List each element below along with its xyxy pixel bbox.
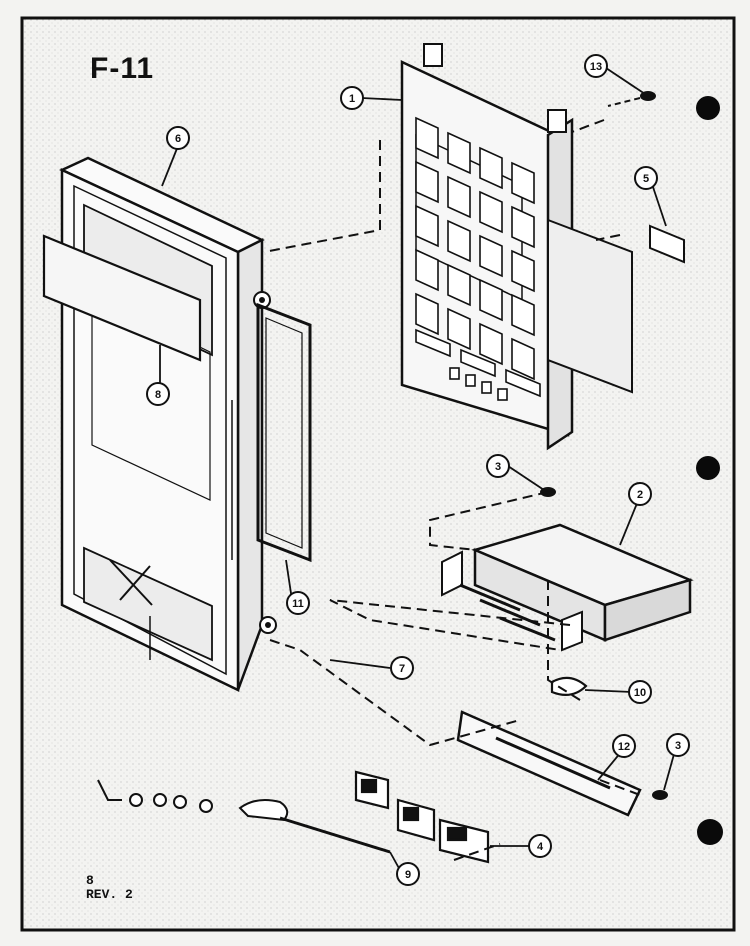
revision-footer: 8 REV. 2	[86, 874, 133, 902]
assembly-guide-lines	[263, 119, 641, 861]
callout-label: 9	[405, 869, 411, 881]
callout-label: 4	[537, 841, 544, 853]
keypad-key	[511, 161, 535, 205]
screw-head-lower	[259, 616, 277, 634]
keypad-key	[447, 263, 471, 307]
key-chain-assembly	[97, 779, 391, 854]
keypad-key	[479, 234, 503, 278]
keypad-key	[415, 248, 439, 292]
punch-hole-top	[696, 96, 720, 120]
keypad-small-key	[465, 374, 476, 387]
callout-bubbles: 1 13 6 5 8 3 2	[146, 54, 690, 886]
callout-label: 12	[618, 741, 630, 753]
callout-label: 2	[637, 489, 643, 501]
callout-1: 1	[340, 86, 364, 110]
callout-12: 12	[612, 734, 636, 758]
punch-hole-middle	[696, 456, 720, 480]
gasket-seal-inner	[265, 317, 303, 549]
callout-label: 1	[349, 93, 355, 105]
keypad-key	[415, 204, 439, 248]
mounting-rail	[456, 710, 642, 817]
keypad-key	[415, 116, 439, 160]
callout-13: 13	[584, 54, 608, 78]
keypad-button-grid	[415, 116, 541, 401]
keypad-small-key	[481, 381, 492, 394]
keypad-key	[511, 249, 535, 293]
callout-10: 10	[628, 680, 652, 704]
keypad-key	[479, 146, 503, 190]
callout-label: 11	[292, 598, 304, 610]
callout-2: 2	[628, 482, 652, 506]
keypad-small-key	[497, 388, 508, 401]
callout-11: 11	[286, 591, 310, 615]
keypad-key	[511, 293, 535, 337]
callout-4: 4	[528, 834, 552, 858]
callout-8: 8	[146, 382, 170, 406]
keypad-function-bar	[460, 348, 496, 378]
wire-clamp	[550, 676, 588, 697]
circuit-board	[441, 523, 694, 652]
callout-7: 7	[390, 656, 414, 680]
callout-label: 3	[495, 461, 501, 473]
keypad-key	[415, 292, 439, 336]
callout-5: 5	[634, 166, 658, 190]
keypad-key	[447, 219, 471, 263]
figure-code: F-11	[90, 52, 155, 85]
keypad-key	[415, 160, 439, 204]
page-number: 8	[86, 873, 94, 888]
callout-9: 9	[396, 862, 420, 886]
callout-3-lower: 3	[666, 733, 690, 757]
callout-label: 7	[399, 663, 405, 675]
callout-label: 6	[175, 133, 181, 145]
callout-label: 10	[634, 687, 646, 699]
callout-3-upper: 3	[486, 454, 510, 478]
keypad-key	[447, 307, 471, 351]
keypad-small-key	[449, 367, 460, 380]
connector-blocks	[354, 770, 490, 864]
revision-label: REV. 2	[86, 887, 133, 902]
keypad-function-bar	[415, 328, 451, 358]
keypad-key	[447, 175, 471, 219]
gasket-seal	[256, 302, 312, 563]
keypad-key	[479, 278, 503, 322]
callout-6-frame: 6	[166, 126, 190, 150]
callout-label: 13	[590, 61, 602, 73]
keypad-key	[479, 322, 503, 366]
keypad-key	[511, 337, 535, 381]
door-frame-panel	[59, 156, 265, 692]
keypad-function-bar	[505, 368, 541, 398]
keypad-key	[447, 131, 471, 175]
callout-label: 8	[155, 389, 161, 401]
callout-label: 3	[675, 740, 681, 752]
clip-part	[649, 224, 685, 264]
screw-3-lower	[652, 790, 668, 800]
punch-hole-bottom	[697, 819, 723, 845]
keypad-key	[479, 190, 503, 234]
mounting-rail-slot	[495, 736, 611, 790]
callout-label: 5	[643, 173, 649, 185]
nameplate-strip	[42, 234, 202, 362]
keypad-key	[511, 205, 535, 249]
